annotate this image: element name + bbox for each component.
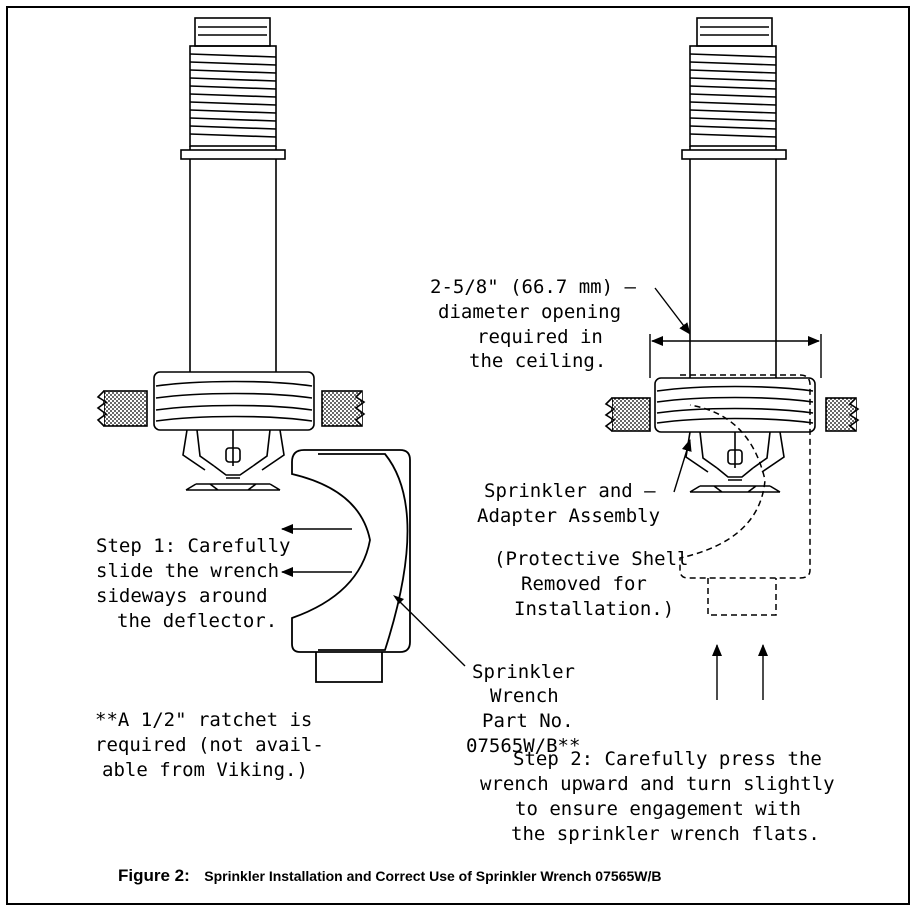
step1-arrows xyxy=(281,524,352,577)
svg-text:Adapter Assembly: Adapter Assembly xyxy=(477,505,660,527)
shell-note: (Protective Shell Removed for Installati… xyxy=(494,548,688,620)
step2-arrows xyxy=(712,644,768,700)
svg-text:sideways around: sideways around xyxy=(96,585,268,607)
left-sprinkler-threads xyxy=(189,45,277,147)
svg-text:Installation.): Installation.) xyxy=(514,598,674,620)
right-wrench-dashed xyxy=(679,374,811,616)
left-adapter-rings xyxy=(153,371,315,431)
svg-text:Wrench: Wrench xyxy=(490,685,559,707)
wrench-leader xyxy=(395,597,466,667)
left-wrench xyxy=(291,449,411,683)
assembly-leader xyxy=(673,439,692,493)
svg-text:Sprinkler and —: Sprinkler and — xyxy=(484,480,656,502)
left-ceiling xyxy=(96,390,366,427)
svg-text:required (not avail-: required (not avail- xyxy=(95,734,324,756)
diameter-dimension xyxy=(649,287,822,378)
wrench-label: Sprinkler Wrench Part No. 07565W/B** xyxy=(466,661,580,757)
figure-caption: Figure 2: Sprinkler Installation and Cor… xyxy=(118,866,661,885)
svg-text:(Protective Shell: (Protective Shell xyxy=(494,548,688,570)
svg-text:to ensure engagement with: to ensure engagement with xyxy=(515,798,801,820)
svg-text:diameter opening: diameter opening xyxy=(438,301,621,323)
svg-text:slide the wrench: slide the wrench xyxy=(96,560,279,582)
right-sprinkler-threads xyxy=(689,45,777,147)
svg-text:Step 1: Carefully: Step 1: Carefully xyxy=(96,535,290,557)
left-deflector xyxy=(185,477,281,491)
svg-text:wrench upward and turn slightl: wrench upward and turn slightly xyxy=(480,773,835,795)
svg-text:Step 2: Carefully press the: Step 2: Carefully press the xyxy=(513,748,822,770)
svg-text:Removed for: Removed for xyxy=(521,573,647,595)
svg-text:**A 1/2" ratchet is: **A 1/2" ratchet is xyxy=(95,709,312,731)
wrench-leader-arrow xyxy=(393,595,404,604)
right-sprinkler xyxy=(654,17,816,493)
assembly-label: Sprinkler and — Adapter Assembly xyxy=(477,480,660,527)
svg-text:the sprinkler wrench flats.: the sprinkler wrench flats. xyxy=(511,823,820,845)
step1-text: Step 1: Carefully slide the wrench sidew… xyxy=(96,535,290,632)
caption-prefix: Figure 2: xyxy=(118,866,190,885)
right-deflector xyxy=(689,479,781,493)
svg-text:Part No.: Part No. xyxy=(482,710,574,732)
caption-title: Sprinkler Installation and Correct Use o… xyxy=(204,868,661,884)
right-ceiling xyxy=(604,397,860,432)
svg-text:required in: required in xyxy=(477,326,603,348)
svg-text:Figure 2: Sprinkler Inst: Figure 2: Sprinkler Installation and Cor… xyxy=(118,866,661,885)
svg-text:the deflector.: the deflector. xyxy=(117,610,277,632)
figure-frame xyxy=(6,6,910,905)
svg-text:2-5/8" (66.7 mm) —: 2-5/8" (66.7 mm) — xyxy=(430,276,636,298)
svg-text:Sprinkler: Sprinkler xyxy=(472,661,575,683)
ratchet-note: **A 1/2" ratchet is required (not avail-… xyxy=(95,709,324,781)
left-sprinkler xyxy=(153,17,315,491)
svg-text:able from Viking.): able from Viking.) xyxy=(102,759,308,781)
dimension-label: 2-5/8" (66.7 mm) — diameter opening requ… xyxy=(430,276,636,372)
svg-text:07565W/B**: 07565W/B** xyxy=(466,735,580,757)
step2-text: Step 2: Carefully press the wrench upwar… xyxy=(480,748,835,845)
svg-text:the ceiling.: the ceiling. xyxy=(469,350,606,372)
